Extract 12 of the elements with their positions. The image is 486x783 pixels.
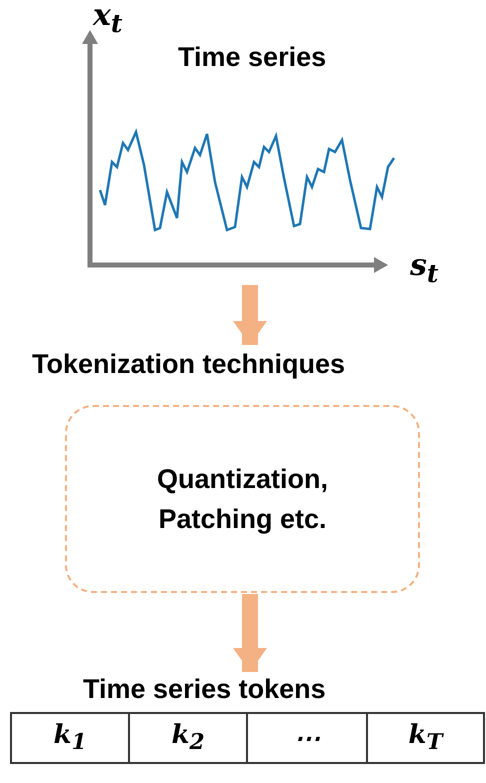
token-cell: k$_{T}$ [366, 712, 485, 764]
token-cell: k$_{2}$ [128, 712, 248, 764]
section-heading: Tokenization techniques [32, 349, 346, 380]
axis-label: x$_{t}$ [93, 0, 122, 38]
process-box: Quantization, Patching etc. [65, 405, 420, 593]
arrow [233, 285, 267, 345]
token-cell: ⋯ [246, 712, 368, 764]
chart-title: Time series [178, 42, 326, 73]
section-heading: Time series tokens [83, 674, 326, 705]
axis-label: s$_{t}$ [410, 248, 438, 288]
arrow [233, 594, 267, 672]
token-cell: k$_{1}$ [10, 712, 130, 764]
